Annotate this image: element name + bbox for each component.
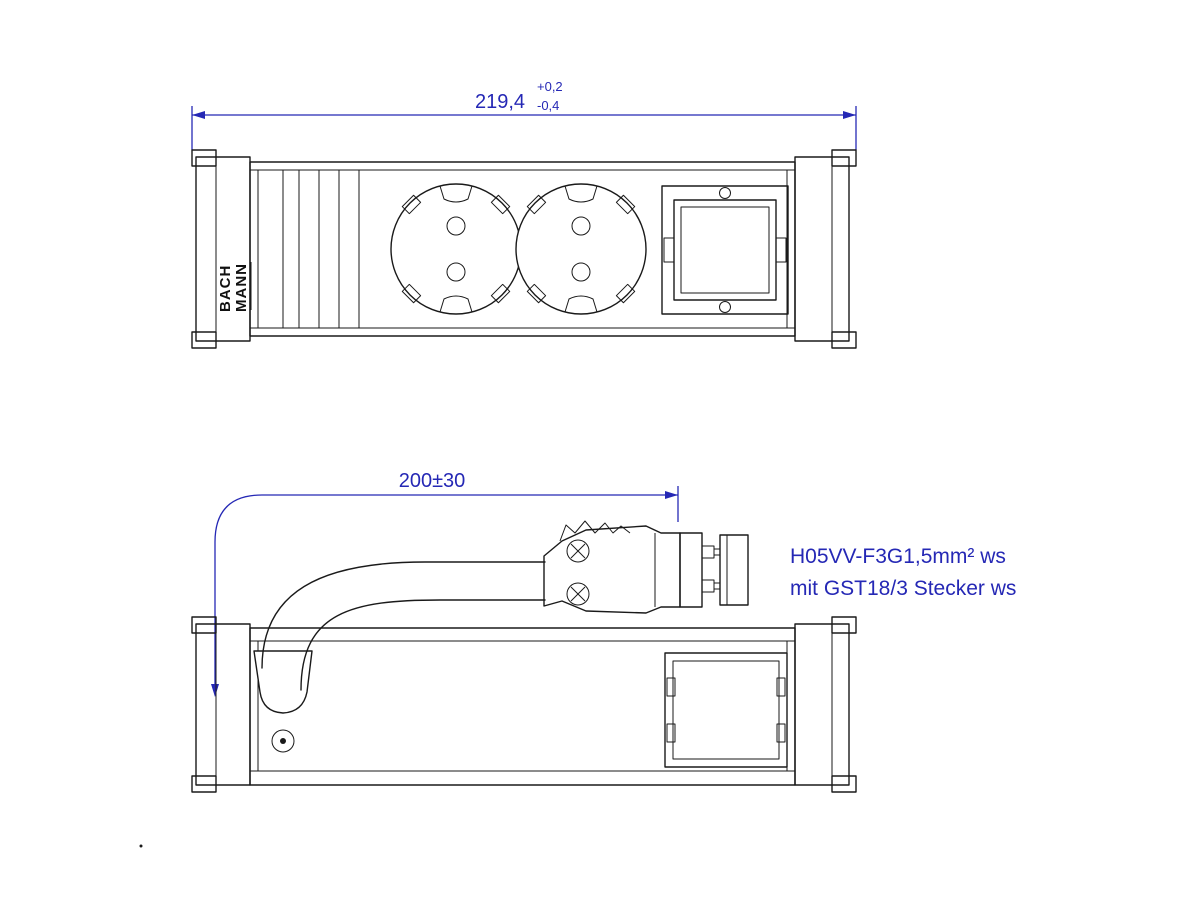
dimension-line-arc [214, 494, 263, 543]
connector-pin-tip [713, 548, 721, 556]
bracket-tab [831, 775, 857, 793]
module-clip [776, 677, 786, 697]
module-screw-bottom [719, 301, 731, 313]
connector-housing [543, 525, 681, 614]
housing-side [249, 627, 796, 786]
cable-dimension-value: 200±30 [399, 470, 466, 492]
supply-cable [261, 561, 546, 691]
right-bracket-top [794, 149, 857, 349]
connector-latch [559, 520, 631, 542]
tolerance-plus: +0,2 [537, 79, 563, 94]
right-bracket-side [794, 616, 857, 793]
module-clip [666, 677, 676, 697]
connector-pin [701, 545, 715, 559]
cable-outline-top [261, 561, 546, 669]
module-outer [664, 652, 788, 768]
arrow-right [665, 491, 678, 499]
cable-gland [253, 650, 313, 714]
connector-neck [679, 532, 703, 608]
screw-cross [570, 586, 586, 602]
note-line-1: H05VV-F3G1,5mm² ws [790, 545, 1006, 568]
housing-screw [271, 729, 295, 753]
module-frame-top [661, 185, 789, 315]
screw-cross [570, 543, 586, 559]
module-outer [661, 185, 789, 315]
left-bracket-side [191, 616, 251, 793]
bracket-tab [831, 331, 857, 349]
bachmann-logo: BACH MANN [217, 262, 252, 312]
left-bracket-top [191, 149, 251, 349]
module-inner [672, 660, 780, 760]
housing-top [249, 161, 796, 337]
dimension-value: 219,4 [475, 91, 525, 113]
side-view: 200±30 [139, 470, 1016, 848]
arrow-right [843, 111, 856, 119]
bracket-tab [831, 616, 857, 634]
housing-outline [249, 627, 796, 786]
top-dimension: 219,4 +0,2 -0,4 [191, 79, 857, 150]
bracket-plate [195, 623, 251, 786]
module-frame-side [664, 652, 788, 768]
connector-pin-tip [713, 582, 721, 590]
note-line-2: mit GST18/3 Stecker ws [790, 577, 1016, 600]
module-clip-left [663, 237, 675, 263]
connector-plug-block [719, 534, 749, 606]
tolerance-minus: -0,4 [537, 98, 559, 113]
cable-dimension: 200±30 [211, 470, 679, 697]
arrow-down [211, 684, 219, 697]
arrow-left [192, 111, 205, 119]
module-screw-top [719, 187, 731, 199]
module-clip [776, 723, 786, 743]
logo-text-line1: BACH [217, 265, 234, 312]
bracket-plate [794, 156, 850, 342]
bracket-plate [195, 156, 251, 342]
module-clip-right [775, 237, 787, 263]
top-view: 219,4 +0,2 -0,4 BACH MANN [191, 79, 857, 349]
cable-note: H05VV-F3G1,5mm² ws mit GST18/3 Stecker w… [790, 545, 1016, 600]
gst18-connector [543, 520, 749, 614]
cable-outline-bottom [300, 599, 546, 691]
schuko-socket-2 [515, 183, 647, 315]
module-clip [666, 723, 676, 743]
bracket-plate [794, 623, 850, 786]
stray-dot [139, 844, 143, 848]
connector-pin [701, 579, 715, 593]
module-aperture [680, 206, 770, 294]
logo-text-line2: MANN [233, 263, 250, 312]
schuko-socket-1 [390, 183, 522, 315]
housing-screw-center [280, 738, 286, 744]
module-inner [673, 199, 777, 301]
bracket-tab [831, 149, 857, 167]
